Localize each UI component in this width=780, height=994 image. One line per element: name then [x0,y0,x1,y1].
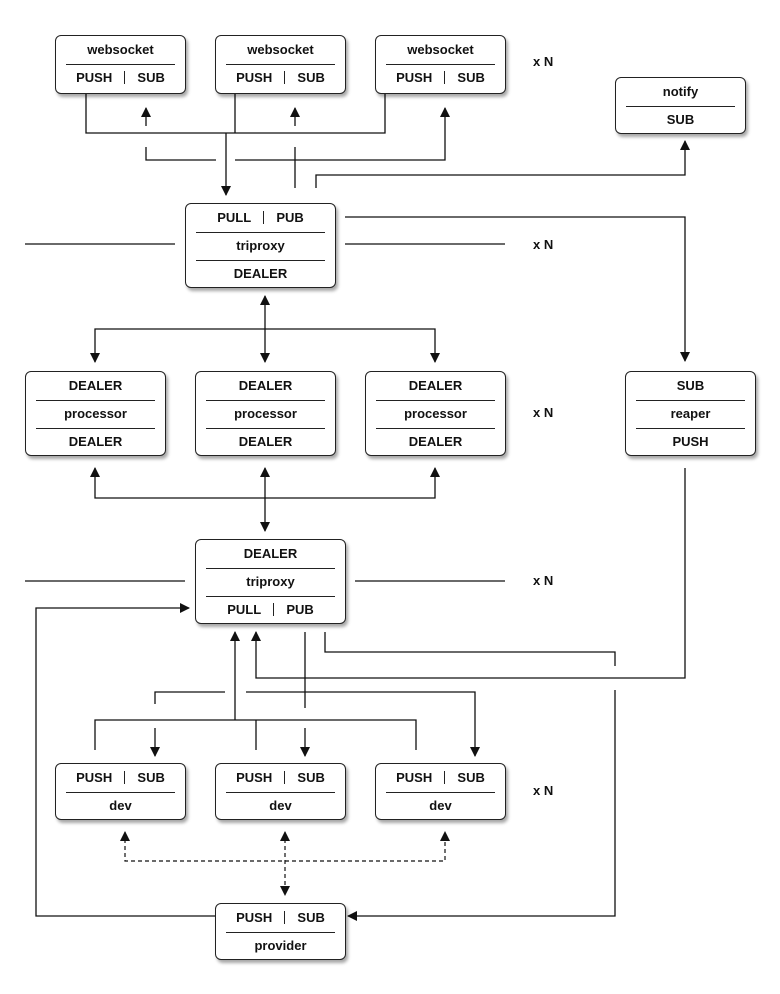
multiplier-label: x N [533,783,554,798]
multiplier-label: x N [533,237,554,252]
processor-dealer-top: DEALER [238,378,293,393]
reaper-label: reaper [670,406,711,421]
provider-label: provider [254,938,307,953]
processor-dealer-bottom: DEALER [68,434,123,449]
processor-node[interactable]: DEALER processor DEALER [195,371,336,456]
websocket-label: websocket [247,42,314,57]
notify-sub: SUB [666,112,695,127]
websocket-label: websocket [407,42,474,57]
reaper-push: PUSH [672,434,709,449]
processor-dealer-top: DEALER [68,378,123,393]
triproxy-top-label: triproxy [236,238,285,253]
multiplier-label: x N [533,573,554,588]
reaper-node[interactable]: SUB reaper PUSH [625,371,756,456]
triproxy-bottom-dealer: DEALER [243,546,298,561]
multiplier-label: x N [533,405,554,420]
triproxy-bottom-label: triproxy [246,574,295,589]
reaper-sub: SUB [676,378,705,393]
processor-label: processor [64,406,127,421]
processor-dealer-top: DEALER [408,378,463,393]
processor-label: processor [234,406,297,421]
websocket-label: websocket [87,42,154,57]
processor-node[interactable]: DEALER processor DEALER [365,371,506,456]
dev-label: dev [429,798,452,813]
dev-label: dev [269,798,292,813]
multiplier-label: x N [533,54,554,69]
processor-dealer-bottom: DEALER [238,434,293,449]
notify-node[interactable]: notify SUB [615,77,746,134]
processor-dealer-bottom: DEALER [408,434,463,449]
processor-label: processor [404,406,467,421]
notify-label: notify [662,84,699,99]
processor-node[interactable]: DEALER processor DEALER [25,371,166,456]
dev-label: dev [109,798,132,813]
triproxy-top-dealer: DEALER [233,266,288,281]
